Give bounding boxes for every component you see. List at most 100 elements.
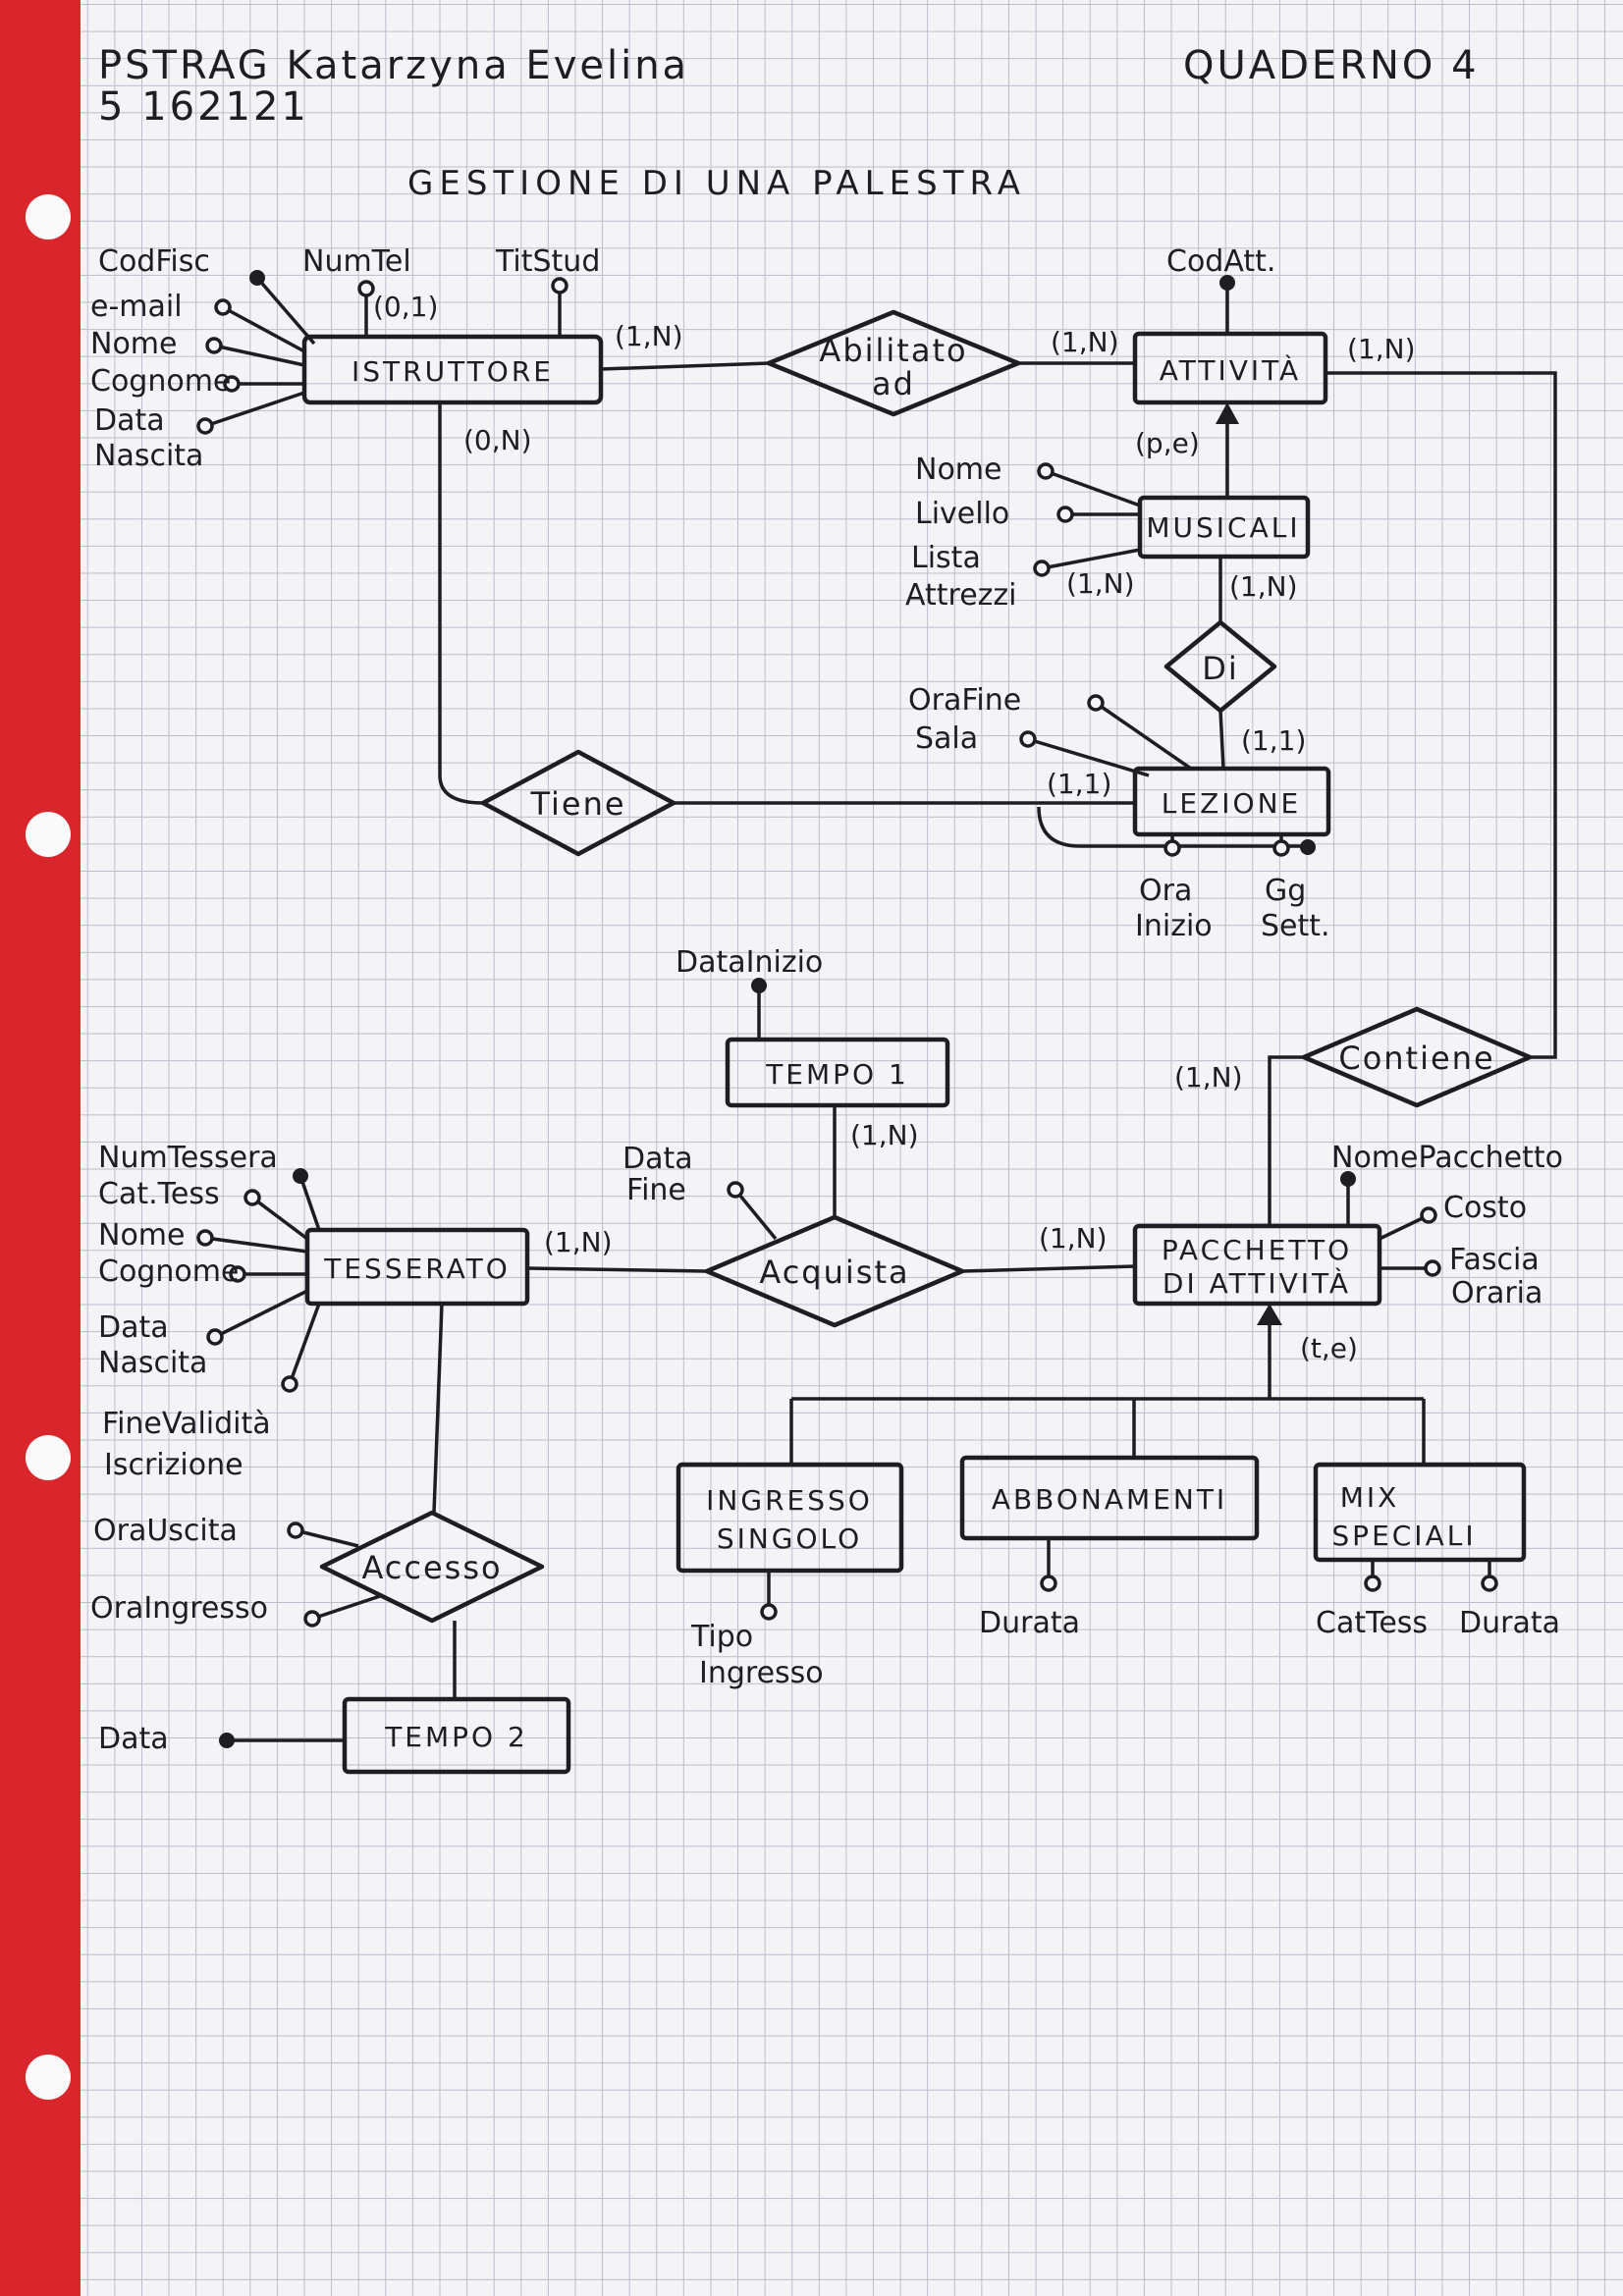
attr-gg: Gg [1265,874,1306,908]
cardinality: (1,N) [1039,1222,1108,1255]
relationship-contiene[interactable]: Contiene [1301,1006,1533,1108]
relationship-label: Tiene [529,785,625,823]
page-title: GESTIONE DI UNA PALESTRA [407,164,1026,203]
relationship-label: ad [872,365,915,402]
attr-oraria: Oraria [1451,1276,1542,1310]
entity-musicali[interactable]: MUSICALI [1137,495,1311,560]
attr-data: Data [98,1722,169,1756]
entity-label: TESSERATO [323,1253,510,1285]
attr-orauscita: OraUscita [93,1514,238,1548]
notebook-label: QUADERNO 4 [1183,43,1480,88]
attr-cattess: CatTess [1316,1606,1428,1640]
relationship-label: Accesso [361,1549,502,1586]
entity-label: MIX [1340,1481,1400,1514]
entity-tempo2[interactable]: TEMPO 2 [342,1696,571,1775]
relationship-label: Di [1202,650,1239,687]
entity-lezione[interactable]: LEZIONE [1132,766,1331,837]
attr-tipo: Tipo [690,1620,753,1654]
cardinality-labels: (0,1) (1,N) (0,N) (1,N) (1,N) (p,e) (1,N… [373,291,1416,1364]
relationship-label: Contiene [1338,1040,1494,1077]
attr-attrezzi: Attrezzi [905,578,1016,613]
attr-nomepacchetto: NomePacchetto [1331,1141,1563,1175]
attr-cognome: Cognome [90,364,231,399]
entity-abbonamenti[interactable]: ABBONAMENTI [959,1455,1260,1541]
attr-livello: Livello [915,497,1009,531]
entity-label: ABBONAMENTI [992,1483,1227,1516]
cardinality: (0,N) [463,424,532,456]
attr-data: Data [98,1310,169,1345]
entity-ingresso-singolo[interactable]: INGRESSO SINGOLO [676,1462,904,1574]
attr-orafine: OraFine [908,683,1021,718]
attr-email: e-mail [90,290,183,324]
isa-arrow-icon [1257,1304,1282,1325]
punch-hole [26,194,71,240]
attr-sala: Sala [915,721,978,756]
red-margin [0,0,81,2296]
attr-durata: Durata [1459,1606,1560,1640]
relationship-tiene[interactable]: Tiene [480,749,676,857]
attr-fine: Fine [626,1173,686,1207]
entity-label: MUSICALI [1146,511,1300,544]
entity-tesserato[interactable]: TESSERATO [304,1227,530,1307]
entity-tempo1[interactable]: TEMPO 1 [725,1037,950,1108]
attr-titstud: TitStud [495,244,600,279]
entity-label: SPECIALI [1331,1520,1476,1552]
attr-data: Data [622,1142,693,1176]
attr-nome: Nome [90,327,177,361]
attribute-markers [196,270,1498,1748]
relationship-label: Acquista [759,1254,909,1291]
punch-hole [26,812,71,857]
attr-finevalidita: FineValidità [102,1407,271,1441]
cardinality: (1,N) [850,1119,919,1151]
entity-attivita[interactable]: ATTIVITÀ [1132,331,1328,405]
punch-hole [26,1435,71,1480]
attr-ingresso: Ingresso [699,1656,824,1690]
cardinality: (p,e) [1135,427,1200,459]
author-name: PSTRAG Katarzyna Evelina [98,43,689,88]
cardinality: (t,e) [1300,1332,1358,1364]
attr-data: Data [94,403,165,438]
attr-nome: Nome [915,453,1001,487]
attr-cattess: Cat.Tess [98,1177,220,1211]
attr-datainizio: DataInizio [676,945,823,980]
cardinality: (1,N) [1229,570,1298,603]
attr-durata: Durata [979,1606,1080,1640]
attr-numtessera: NumTessera [98,1141,278,1175]
cardinality: (1,N) [1051,326,1119,358]
attr-oraingresso: OraIngresso [90,1591,268,1626]
punch-hole [26,2055,71,2100]
attr-sett: Sett. [1261,909,1330,943]
cardinality: (1,N) [1174,1061,1243,1094]
entity-label: ISTRUTTORE [352,355,554,388]
attr-lista: Lista [911,541,981,575]
attr-cognome: Cognome [98,1255,239,1289]
relationship-accesso[interactable]: Accesso [319,1510,545,1624]
attr-codfisc: CodFisc [98,244,210,279]
attr-numtel: NumTel [302,244,411,279]
cardinality: (1,1) [1241,724,1306,757]
cardinality: (1,N) [1066,567,1135,600]
attr-costo: Costo [1443,1191,1527,1225]
cardinality: (1,N) [615,320,683,352]
entity-label: INGRESSO [706,1484,873,1517]
entity-label: TEMPO 1 [765,1058,909,1091]
entity-label: TEMPO 2 [384,1721,528,1753]
relationship-di[interactable]: Di [1163,619,1277,714]
cardinality: (0,1) [373,291,438,323]
attr-nome: Nome [98,1218,185,1253]
relationship-acquista[interactable]: Acquista [704,1214,965,1328]
attr-fascia: Fascia [1449,1243,1540,1277]
entity-label: DI ATTIVITÀ [1163,1266,1351,1300]
relationship-label: Abilitato [819,332,967,369]
connections [204,276,1557,1742]
cardinality: (1,1) [1047,768,1111,800]
entity-istruttore[interactable]: ISTRUTTORE [301,334,604,405]
entity-mix-speciali[interactable]: MIX SPECIALI [1313,1462,1527,1563]
entity-label: SINGOLO [717,1522,862,1555]
entity-label: LEZIONE [1162,787,1301,820]
isa-arrow-icon [1216,402,1239,424]
cardinality: (1,N) [1347,333,1416,365]
